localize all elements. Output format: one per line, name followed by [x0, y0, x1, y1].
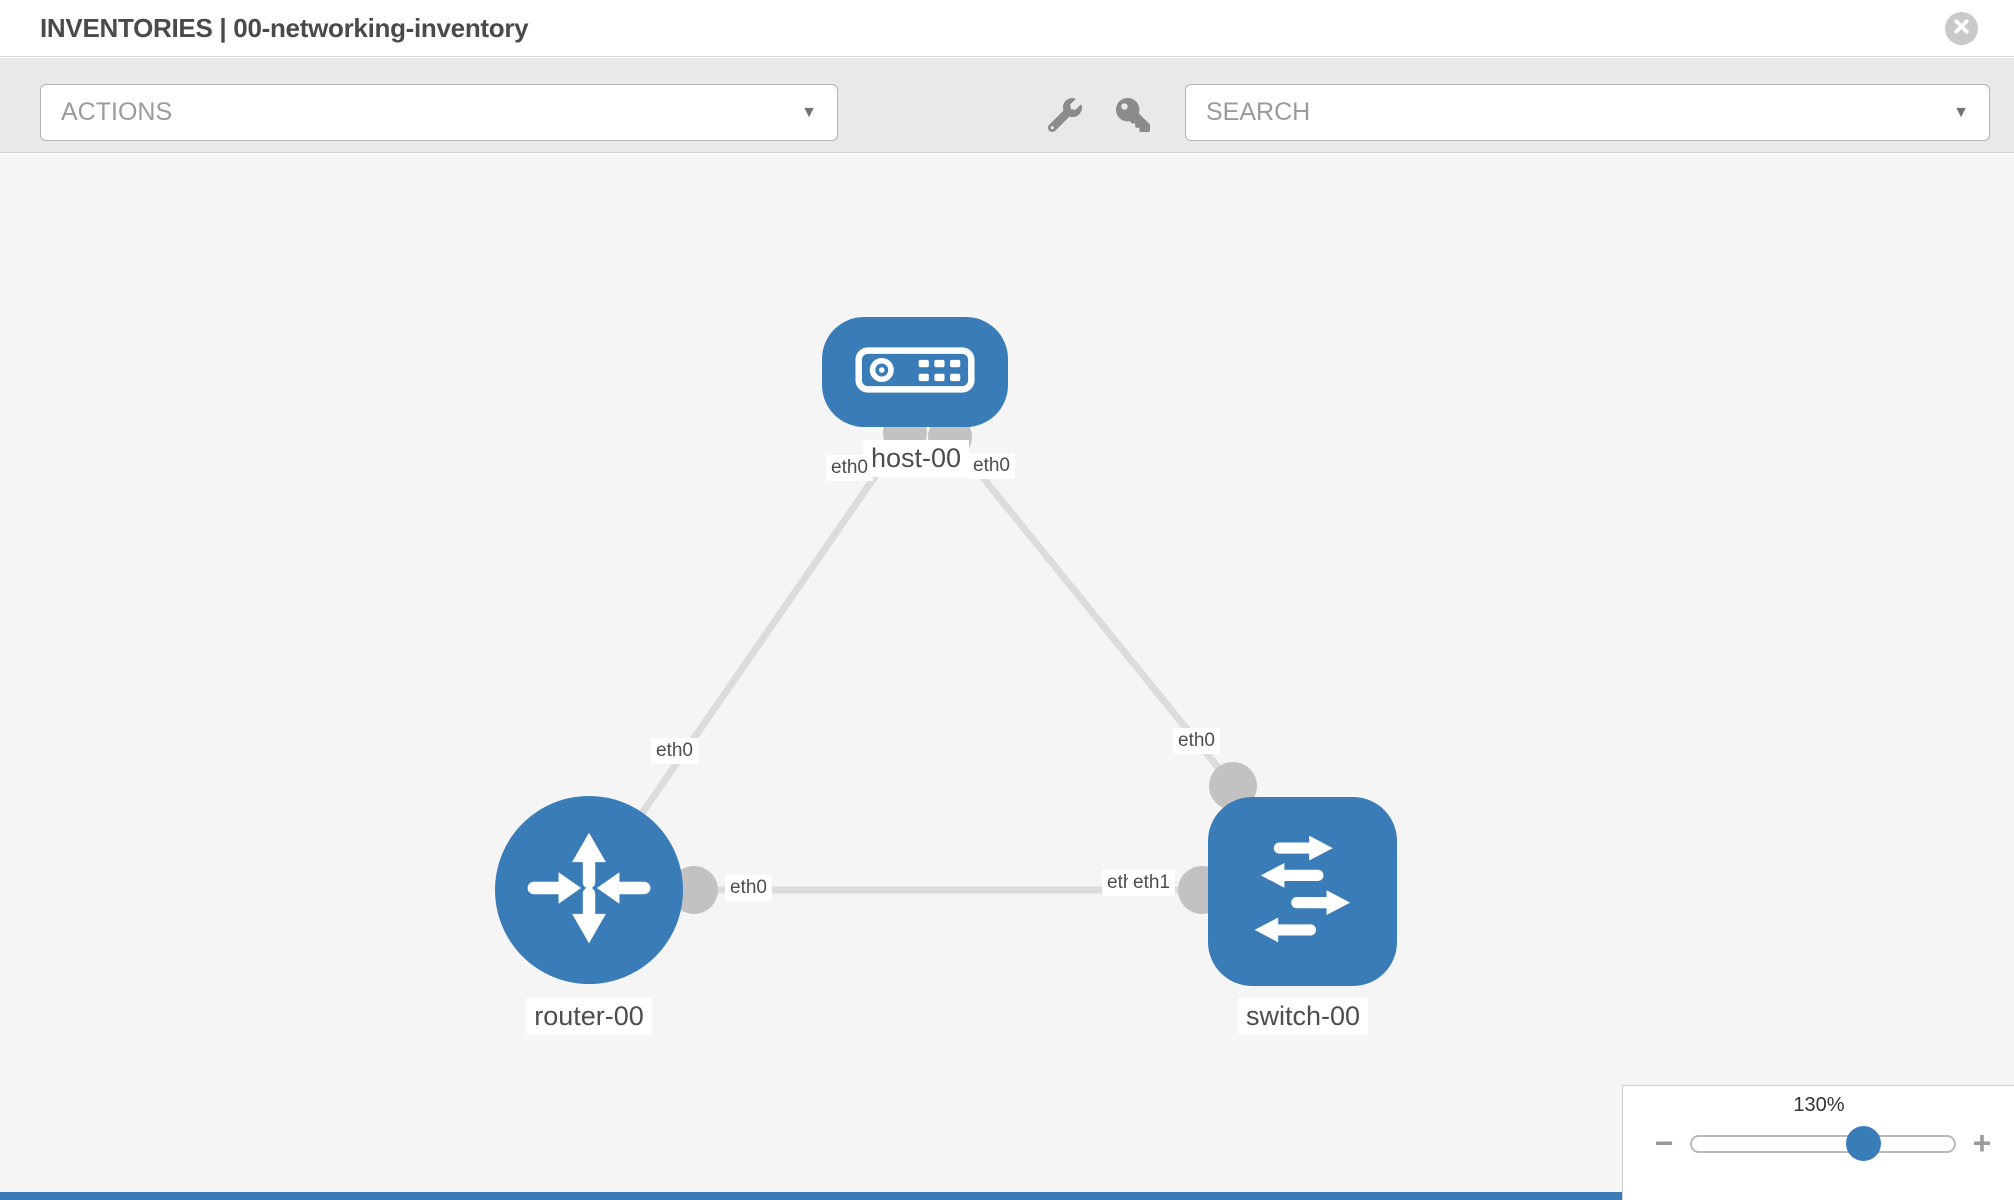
interface-label-host-right: eth0: [968, 453, 1015, 479]
close-button[interactable]: [1945, 12, 1978, 45]
caret-down-icon: ▼: [801, 103, 817, 121]
router-icon: [527, 826, 651, 955]
interface-label-switch-left-group: eth0 eth1: [1102, 870, 1175, 896]
minus-icon: −: [1654, 1125, 1674, 1161]
node-label-host: host-00: [862, 440, 970, 477]
interface-label-router-top: eth0: [651, 738, 698, 764]
actions-dropdown[interactable]: ACTIONS ▼: [40, 84, 838, 141]
toolbar: ACTIONS ▼ SEARCH ▼: [0, 58, 2014, 153]
node-switch-00[interactable]: [1208, 797, 1397, 986]
interface-label-switch-left: eth1: [1128, 870, 1175, 896]
zoom-in-button[interactable]: +: [1967, 1125, 1997, 1161]
interface-label-switch-top: eth0: [1173, 728, 1220, 754]
zoom-slider-track[interactable]: [1690, 1135, 1956, 1153]
search-dropdown-label: SEARCH: [1206, 98, 1311, 126]
link-host-switch: [947, 434, 1236, 789]
toolbar-tools: [1047, 98, 1150, 133]
topology-canvas[interactable]: host-00 router-00 switch-00 eth0 eth0 et…: [0, 154, 2014, 1200]
credentials-button[interactable]: [1116, 98, 1150, 132]
caret-down-icon: ▼: [1953, 103, 1969, 121]
plus-icon: +: [1972, 1125, 1992, 1161]
node-label-switch: switch-00: [1237, 998, 1369, 1035]
zoom-panel: 130% − +: [1622, 1085, 2014, 1200]
interface-label-switch-left-hidden: eth0: [1102, 870, 1129, 896]
zoom-level-value: 130%: [1793, 1094, 1845, 1116]
close-icon: [1954, 18, 1969, 39]
interface-label-router-right: eth0: [725, 875, 772, 901]
configure-button[interactable]: [1047, 98, 1082, 133]
actions-dropdown-label: ACTIONS: [61, 98, 173, 126]
node-router-00[interactable]: [495, 796, 683, 984]
search-dropdown[interactable]: SEARCH ▼: [1185, 84, 1990, 141]
wrench-icon: [1047, 98, 1082, 136]
zoom-out-button[interactable]: −: [1649, 1125, 1679, 1161]
topology-links: [586, 431, 1236, 894]
bottom-panel-edge: [0, 1192, 1622, 1200]
node-label-router: router-00: [526, 998, 652, 1035]
page-title: INVENTORIES | 00-networking-inventory: [40, 13, 529, 43]
header-bar: INVENTORIES | 00-networking-inventory: [0, 0, 2014, 57]
key-icon: [1116, 98, 1150, 136]
switch-icon: [1241, 827, 1365, 956]
interface-label-host-left: eth0: [826, 455, 873, 481]
host-icon: [854, 346, 976, 399]
node-host-00[interactable]: [822, 317, 1008, 427]
zoom-slider-thumb[interactable]: [1846, 1126, 1881, 1161]
